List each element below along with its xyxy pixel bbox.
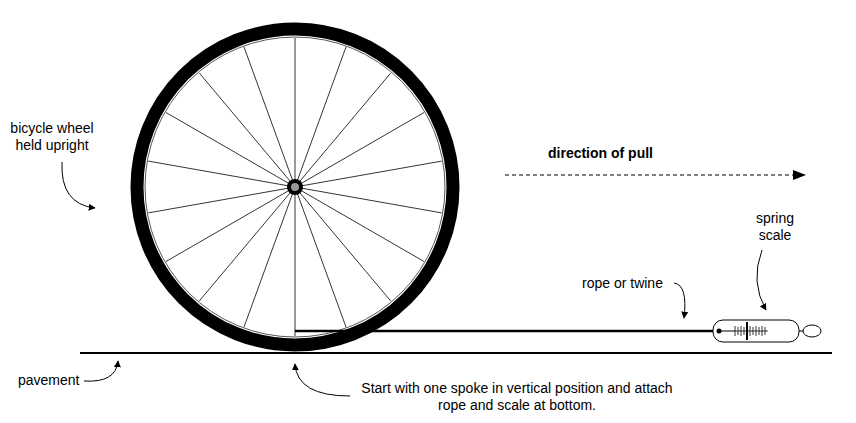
part-label: pavement	[18, 372, 98, 389]
leader-line	[295, 364, 350, 396]
pavement-line	[80, 352, 832, 354]
leader-line	[674, 283, 685, 318]
pull-arrow	[505, 174, 803, 175]
instruction-note: Start with one spoke in vertical positio…	[358, 380, 676, 414]
bicycle-wheel	[137, 29, 453, 345]
part-label: bicycle wheel held upright	[2, 120, 102, 154]
rope	[295, 330, 719, 333]
leader-line	[62, 162, 95, 208]
pull-arrowhead	[793, 170, 806, 180]
leader-line	[84, 361, 118, 381]
direction-label: direction of pull	[548, 145, 708, 162]
part-label: rope or twine	[582, 275, 692, 292]
leader-line	[757, 250, 766, 310]
spring-scale	[713, 320, 821, 342]
part-label: spring scale	[742, 210, 808, 244]
